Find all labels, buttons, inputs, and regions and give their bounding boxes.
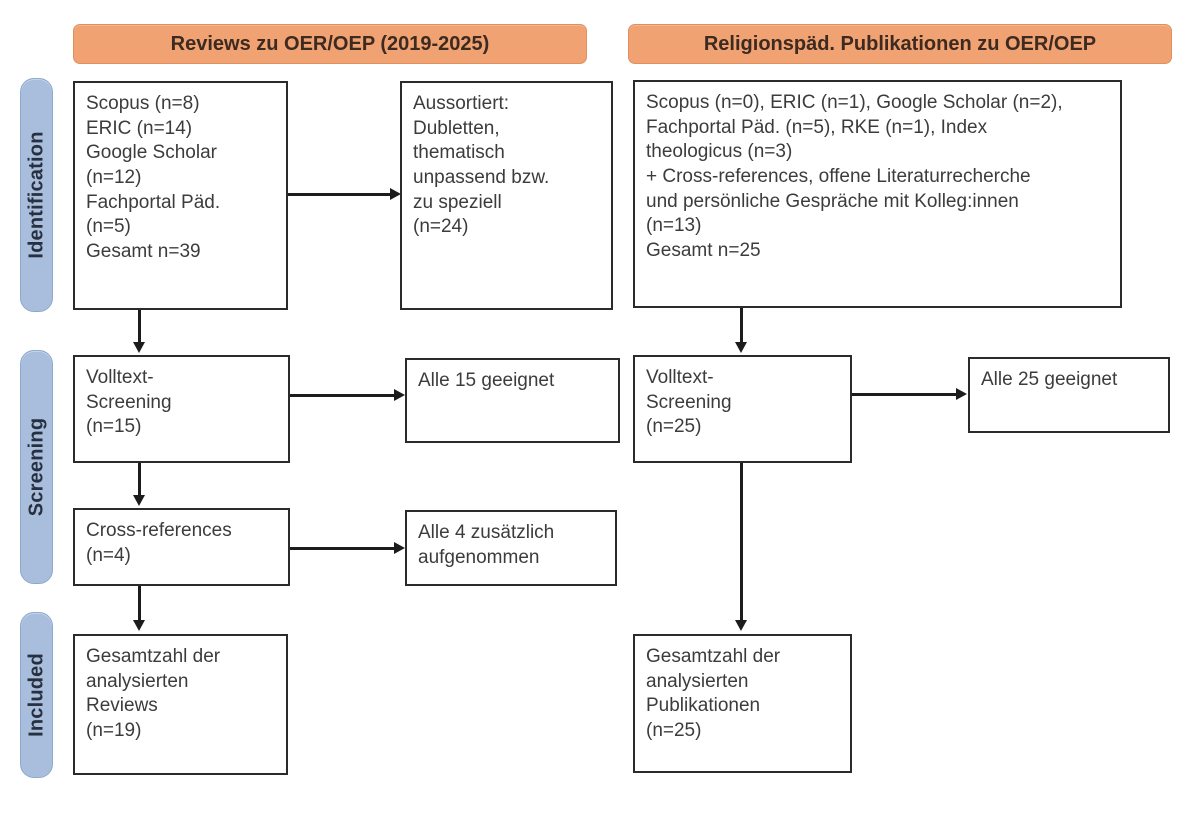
- column-header-publications: Religionspäd. Publikationen zu OER/OEP: [628, 24, 1172, 64]
- box-left-included-total-text: Gesamtzahl der analysierten Reviews (n=1…: [86, 646, 221, 742]
- stage-bar-identification: Identification: [20, 78, 53, 312]
- connector-right-screening-to-included: [740, 463, 743, 622]
- connector-left-crossrefs-to-included: [138, 586, 141, 622]
- box-left-included-total: Gesamtzahl der analysierten Reviews (n=1…: [73, 634, 288, 775]
- column-header-reviews: Reviews zu OER/OEP (2019-2025): [73, 24, 587, 64]
- box-left-fulltext-screening: Volltext- Screening (n=15): [73, 355, 290, 463]
- box-left-cross-references-result: Alle 4 zusätzlich aufgenommen: [405, 510, 617, 586]
- stage-label-identification: Identification: [25, 131, 47, 259]
- box-left-identification-sources-text: Scopus (n=8) ERIC (n=14) Google Scholar …: [86, 93, 221, 263]
- arrowhead-left-sources-to-screening: [133, 342, 145, 353]
- box-right-fulltext-result-text: Alle 25 geeignet: [981, 369, 1118, 390]
- arrowhead-left-screening-to-result: [394, 389, 405, 401]
- box-right-included-total-text: Gesamtzahl der analysierten Publikatione…: [646, 646, 781, 742]
- arrowhead-left-sources-to-excluded: [390, 188, 401, 200]
- box-left-excluded-text: Aussortiert: Dubletten, thematisch unpas…: [413, 93, 550, 238]
- arrowhead-left-crossrefs-to-included: [133, 620, 145, 631]
- stage-label-screening: Screening: [25, 417, 47, 517]
- box-right-included-total: Gesamtzahl der analysierten Publikatione…: [633, 634, 852, 773]
- connector-right-screening-to-result: [852, 393, 958, 396]
- box-right-fulltext-result: Alle 25 geeignet: [968, 357, 1170, 433]
- box-left-identification-sources: Scopus (n=8) ERIC (n=14) Google Scholar …: [73, 81, 288, 310]
- arrowhead-right-screening-to-result: [956, 388, 967, 400]
- stage-label-included: Included: [25, 653, 47, 737]
- arrowhead-left-screening-to-crossrefs: [133, 495, 145, 506]
- box-left-cross-references: Cross-references (n=4): [73, 508, 290, 586]
- column-header-reviews-label: Reviews zu OER/OEP (2019-2025): [170, 32, 490, 55]
- connector-right-sources-to-screening: [740, 308, 743, 344]
- connector-left-sources-to-screening: [138, 310, 141, 344]
- box-left-cross-references-result-text: Alle 4 zusätzlich aufgenommen: [418, 522, 555, 568]
- box-right-fulltext-screening-text: Volltext- Screening (n=25): [646, 367, 732, 438]
- box-right-identification-sources: Scopus (n=0), ERIC (n=1), Google Scholar…: [633, 80, 1122, 308]
- connector-left-sources-to-excluded: [288, 193, 391, 196]
- box-left-fulltext-result: Alle 15 geeignet: [405, 358, 620, 443]
- connector-left-crossrefs-to-result: [290, 547, 396, 550]
- box-left-cross-references-text: Cross-references (n=4): [86, 520, 232, 566]
- stage-bar-included: Included: [20, 612, 53, 778]
- arrowhead-right-screening-to-included: [735, 620, 747, 631]
- column-header-publications-label: Religionspäd. Publikationen zu OER/OEP: [703, 32, 1097, 55]
- stage-bar-screening: Screening: [20, 350, 53, 584]
- box-left-fulltext-screening-text: Volltext- Screening (n=15): [86, 367, 172, 438]
- box-left-fulltext-result-text: Alle 15 geeignet: [418, 370, 555, 391]
- connector-left-screening-to-crossrefs: [138, 463, 141, 497]
- arrowhead-left-crossrefs-to-result: [394, 542, 405, 554]
- box-right-fulltext-screening: Volltext- Screening (n=25): [633, 355, 852, 463]
- connector-left-screening-to-result: [290, 394, 396, 397]
- box-right-identification-sources-text: Scopus (n=0), ERIC (n=1), Google Scholar…: [646, 92, 1063, 262]
- box-left-excluded: Aussortiert: Dubletten, thematisch unpas…: [400, 81, 613, 310]
- arrowhead-right-sources-to-screening: [735, 342, 747, 353]
